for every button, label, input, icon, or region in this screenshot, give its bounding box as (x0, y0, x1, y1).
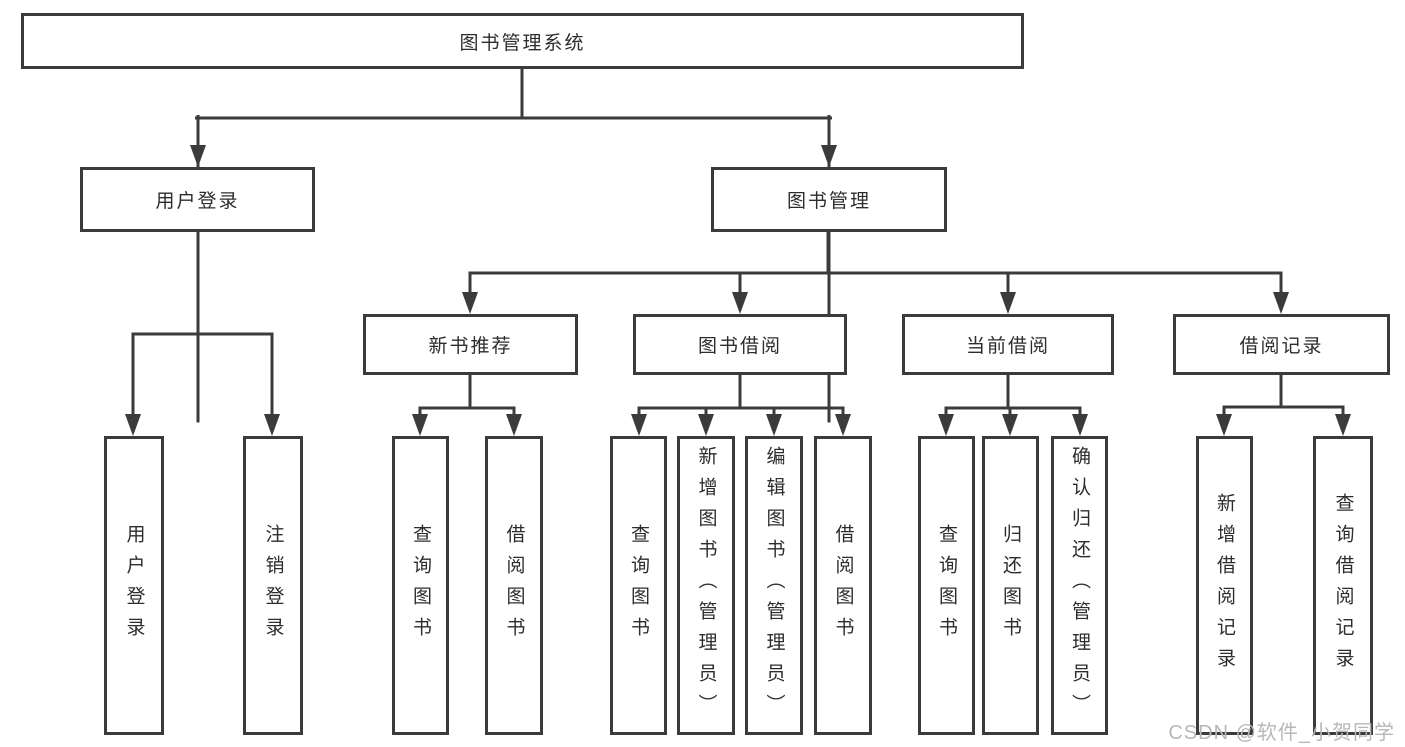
leaf-confirm-return-admin: 确认归还（管理员） (1051, 436, 1108, 735)
connector-records-to-leaves (1216, 375, 1351, 436)
leaf-add-borrow-record: 新增借阅记录 (1196, 436, 1253, 735)
node-label: 图书管理 (786, 191, 871, 212)
csdn-watermark: CSDN @软件_小贺同学 (1168, 722, 1395, 744)
leaf-borrow-books-borrowing: 借阅图书 (814, 436, 872, 735)
node-root-system: 图书管理系统 (21, 13, 1024, 69)
leaf-return-books: 归还图书 (982, 436, 1039, 735)
node-label: 新书推荐 (428, 336, 513, 357)
node-current-borrowing: 当前借阅 (902, 314, 1114, 375)
leaf-label: 编辑图书（管理员） (763, 446, 785, 725)
connector-borrowing-to-leaves (631, 375, 851, 436)
leaf-label: 用户登录 (123, 523, 145, 648)
leaf-label: 借阅图书 (832, 523, 854, 648)
node-root-label: 图书管理系统 (459, 32, 586, 54)
leaf-query-books-recommend: 查询图书 (392, 436, 449, 735)
leaf-borrow-books-recommend: 借阅图书 (485, 436, 543, 735)
leaf-query-books-borrowing: 查询图书 (610, 436, 667, 735)
node-label: 用户登录 (155, 191, 240, 212)
leaf-label: 查询借阅记录 (1332, 492, 1354, 679)
connector-login-to-leaves (125, 232, 280, 436)
connector-management-to-modules (462, 232, 1289, 314)
leaf-label: 注销登录 (262, 523, 284, 648)
node-new-book-recommend: 新书推荐 (363, 314, 578, 375)
node-book-borrowing: 图书借阅 (633, 314, 847, 375)
node-book-management: 图书管理 (711, 167, 947, 232)
node-label: 借阅记录 (1239, 336, 1324, 357)
node-borrowing-records: 借阅记录 (1173, 314, 1390, 375)
leaf-query-borrow-record: 查询借阅记录 (1313, 436, 1373, 735)
leaf-label: 新增借阅记录 (1214, 492, 1235, 679)
leaf-add-books-admin: 新增图书（管理员） (677, 436, 735, 735)
leaf-label: 借阅图书 (503, 523, 525, 648)
connector-current-to-leaves (938, 375, 1088, 436)
leaf-label: 确认归还（管理员） (1069, 446, 1090, 725)
node-label: 图书借阅 (697, 336, 782, 357)
leaf-user-login: 用户登录 (104, 436, 164, 735)
leaf-edit-books-admin: 编辑图书（管理员） (745, 436, 803, 735)
leaf-label: 查询图书 (410, 523, 431, 648)
leaf-query-books-current: 查询图书 (918, 436, 975, 735)
node-user-login: 用户登录 (80, 167, 315, 232)
leaf-label: 查询图书 (628, 523, 649, 648)
leaf-label: 查询图书 (936, 523, 957, 648)
leaf-logout: 注销登录 (243, 436, 303, 735)
leaf-label: 新增图书（管理员） (695, 446, 717, 725)
leaf-label: 归还图书 (1000, 523, 1021, 648)
connector-root-to-branches (190, 67, 837, 423)
connector-newbooks-to-leaves (412, 375, 522, 436)
node-label: 当前借阅 (965, 336, 1050, 357)
